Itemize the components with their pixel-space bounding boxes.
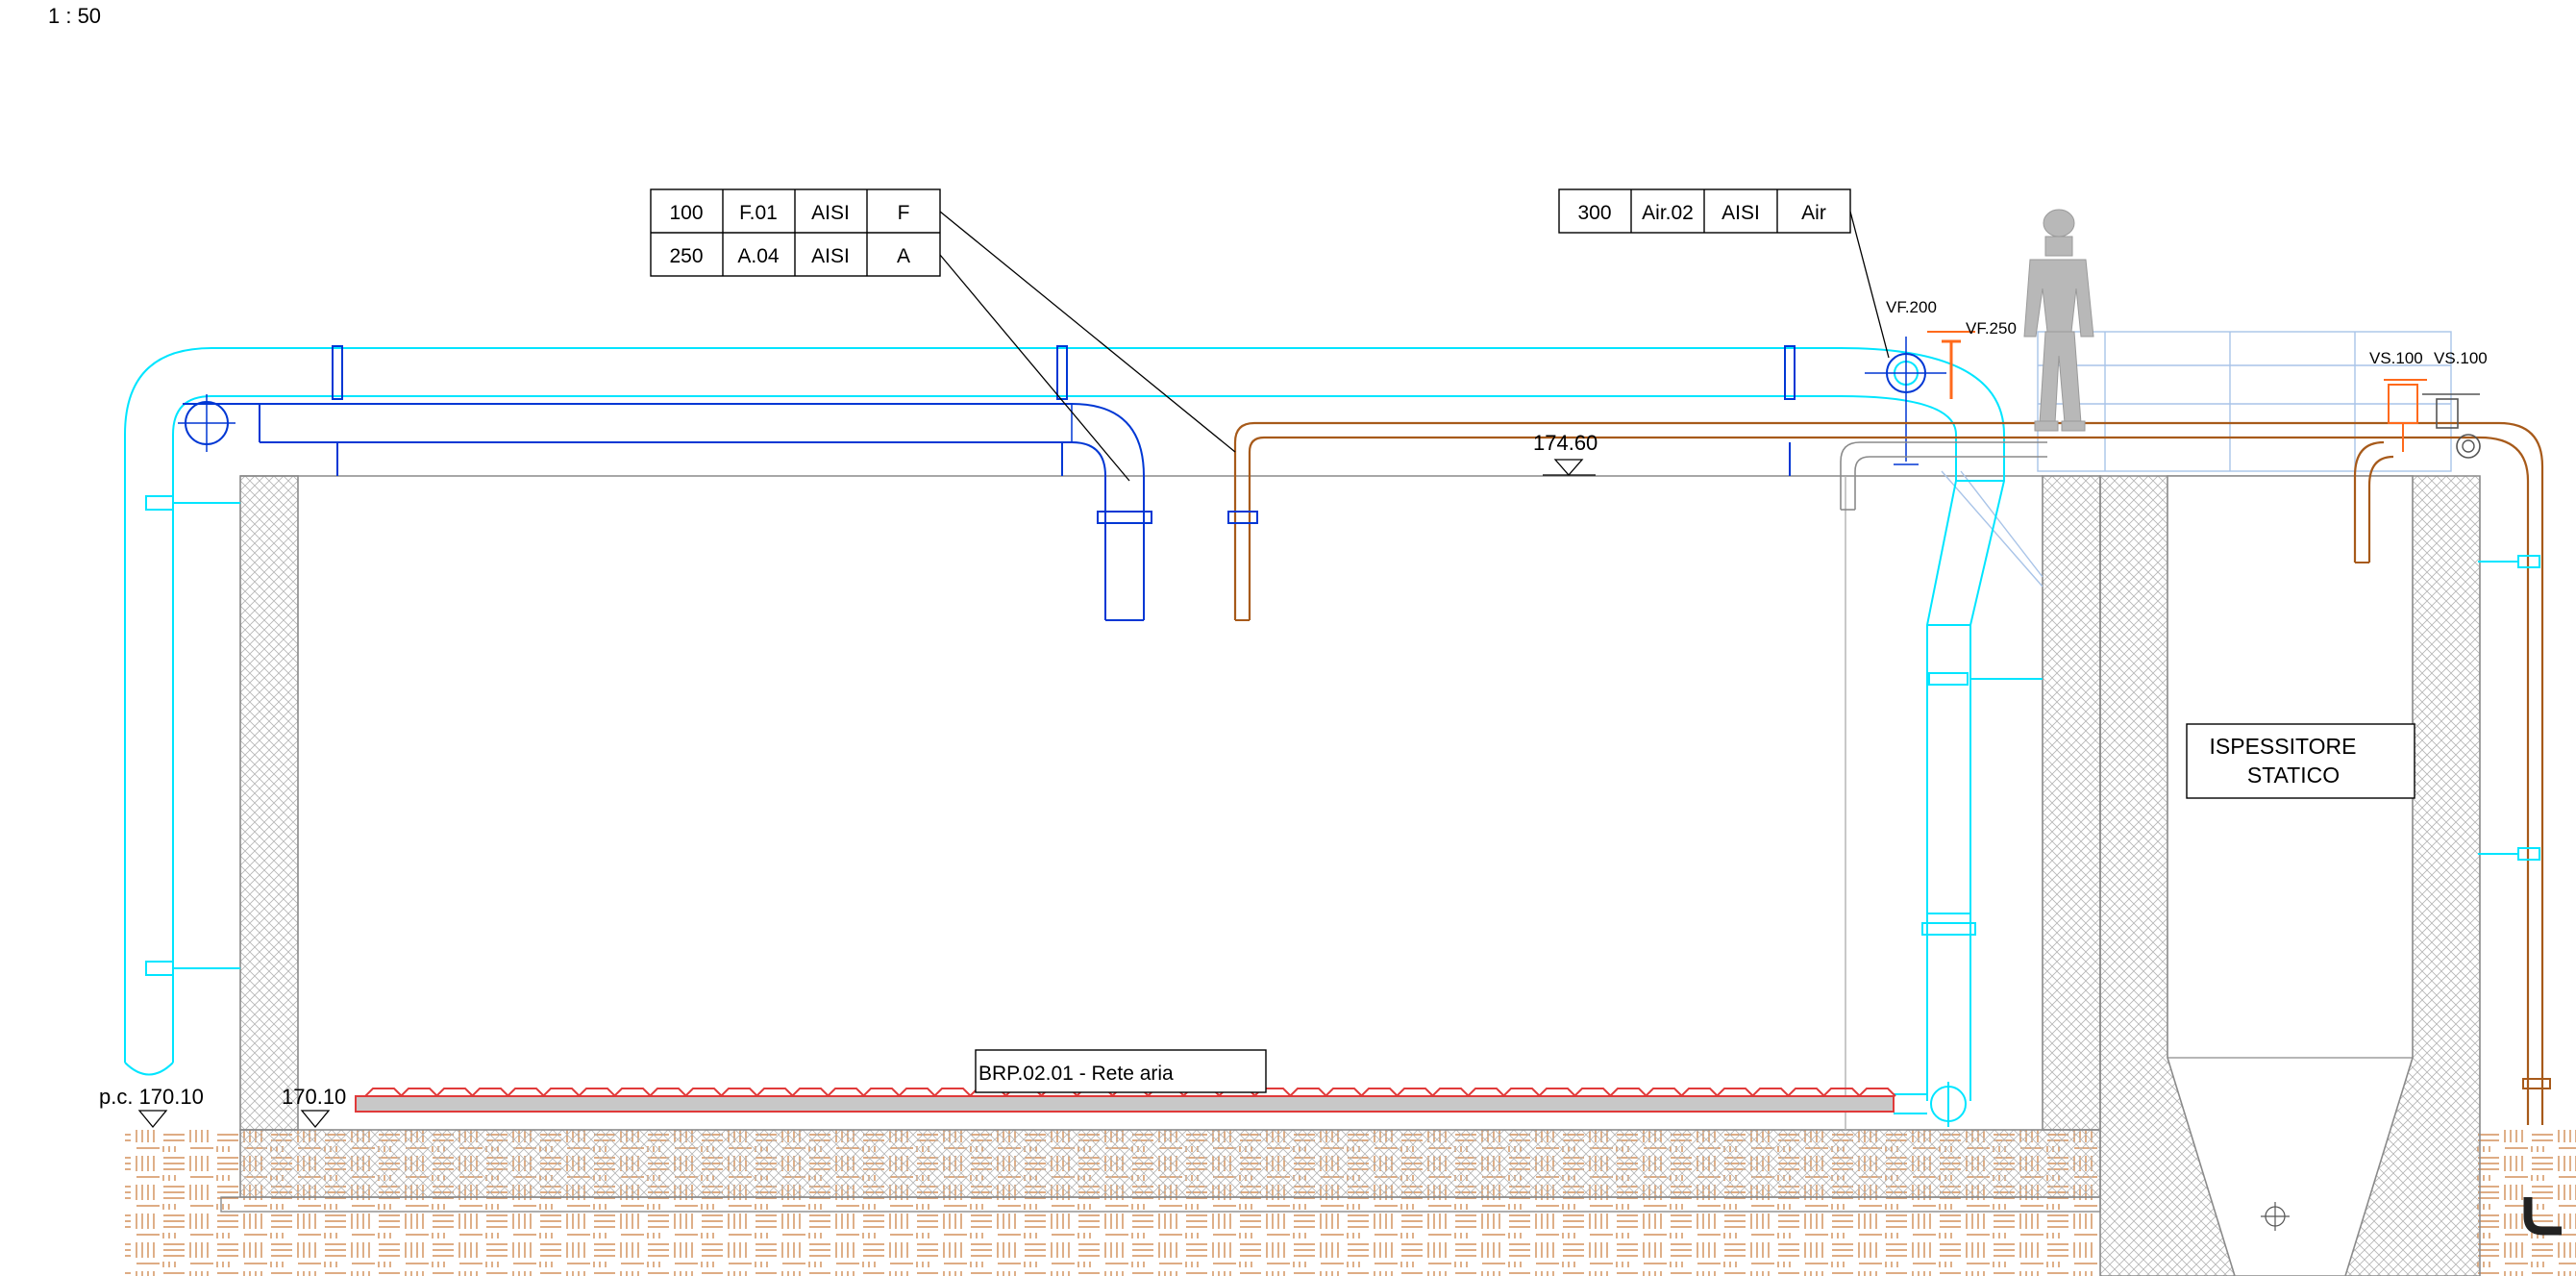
diffuser-icon (364, 1088, 403, 1097)
tag-cell: A (897, 245, 910, 267)
tank-label: ISPESSITORE STATICO (2186, 723, 2415, 799)
sludge-pipe (178, 394, 1152, 621)
svg-text:STATICO: STATICO (2247, 763, 2340, 788)
diffuser-icon (1502, 1088, 1541, 1097)
pipe-tag-table-left: 100 F.01 AISI F 250 A.04 AISI A (650, 188, 1236, 482)
tag-cell: Air (1801, 202, 1826, 224)
diffuser-icon (1716, 1088, 1754, 1097)
svg-text:BRP.02.01 - Rete aria: BRP.02.01 - Rete aria (978, 1063, 1174, 1085)
diffuser-icon (1289, 1088, 1327, 1097)
svg-text:ISPESSITORE: ISPESSITORE (2210, 734, 2357, 759)
water-pipe (1227, 421, 2562, 1236)
level-mark-top: 174.60 (1533, 431, 1598, 476)
diffuser-icon (684, 1088, 723, 1097)
valve-label-vf200: VF.200 (1886, 298, 1937, 316)
diffuser-icon (1645, 1088, 1683, 1097)
worker-figure-icon (2023, 209, 2094, 432)
tag-cell: F.01 (739, 202, 778, 224)
diffuser-icon (1431, 1088, 1470, 1097)
tag-cell: F (898, 202, 910, 224)
diffuser-icon (1538, 1088, 1576, 1097)
diffuser-icon (1467, 1088, 1505, 1097)
diffuser-icon (1360, 1088, 1399, 1097)
diffuser-icon (1325, 1088, 1363, 1097)
valve-label-vs100-b: VS.100 (2434, 349, 2488, 367)
diffuser-icon (649, 1088, 687, 1097)
tag-cell: AISI (1721, 202, 1760, 224)
diffuser-icon (435, 1088, 474, 1097)
diffuser-icon (1609, 1088, 1647, 1097)
diffuser-icon (542, 1088, 581, 1097)
diffuser-icon (1396, 1088, 1434, 1097)
diffuser-icon (1858, 1088, 1896, 1097)
level-mark-ground: p.c. 170.10 (99, 1085, 204, 1129)
diffuser-icon (471, 1088, 509, 1097)
tag-cell: A.04 (737, 245, 780, 267)
valve-vf250 (1927, 331, 1975, 399)
diffuser-icon (791, 1088, 830, 1097)
svg-text:174.60: 174.60 (1533, 431, 1598, 455)
valve-label-vf250: VF.250 (1966, 319, 2017, 338)
air-piping (124, 337, 2043, 1127)
tag-cell: 300 (1577, 202, 1611, 224)
svg-text:170.10: 170.10 (282, 1085, 346, 1109)
scale-label: 1 : 50 (48, 4, 101, 28)
tag-cell: AISI (811, 245, 850, 267)
diffuser-icon (1573, 1088, 1612, 1097)
diffuser-icon (1751, 1088, 1790, 1097)
tag-cell: AISI (811, 202, 850, 224)
valve-label-vs100-a: VS.100 (2369, 349, 2423, 367)
concrete-structure (220, 475, 2481, 1276)
valves-vs100 (2384, 379, 2481, 459)
diffuser-icon (862, 1088, 901, 1097)
diffuser-icon (720, 1088, 758, 1097)
diffuser-icon (1787, 1088, 1825, 1097)
diffuser-icon (1680, 1088, 1719, 1097)
tag-cell: 100 (669, 202, 703, 224)
level-mark-bottom: 170.10 (282, 1085, 346, 1129)
pipe-tag-table-right: 300 Air.02 AISI Air (1558, 188, 1890, 359)
diffuser-icon (613, 1088, 652, 1097)
diffuser-icon (933, 1088, 972, 1097)
tag-cell: 250 (669, 245, 703, 267)
aeration-label: BRP.02.01 - Rete aria (975, 1049, 1267, 1093)
diffuser-icon (898, 1088, 936, 1097)
diffuser-icon (400, 1088, 438, 1097)
svg-text:p.c. 170.10: p.c. 170.10 (99, 1085, 204, 1109)
diffuser-icon (1822, 1088, 1861, 1097)
diffuser-icon (578, 1088, 616, 1097)
tag-cell: Air.02 (1642, 202, 1694, 224)
diffuser-icon (827, 1088, 865, 1097)
diffuser-icon (755, 1088, 794, 1097)
diffuser-icon (507, 1088, 545, 1097)
